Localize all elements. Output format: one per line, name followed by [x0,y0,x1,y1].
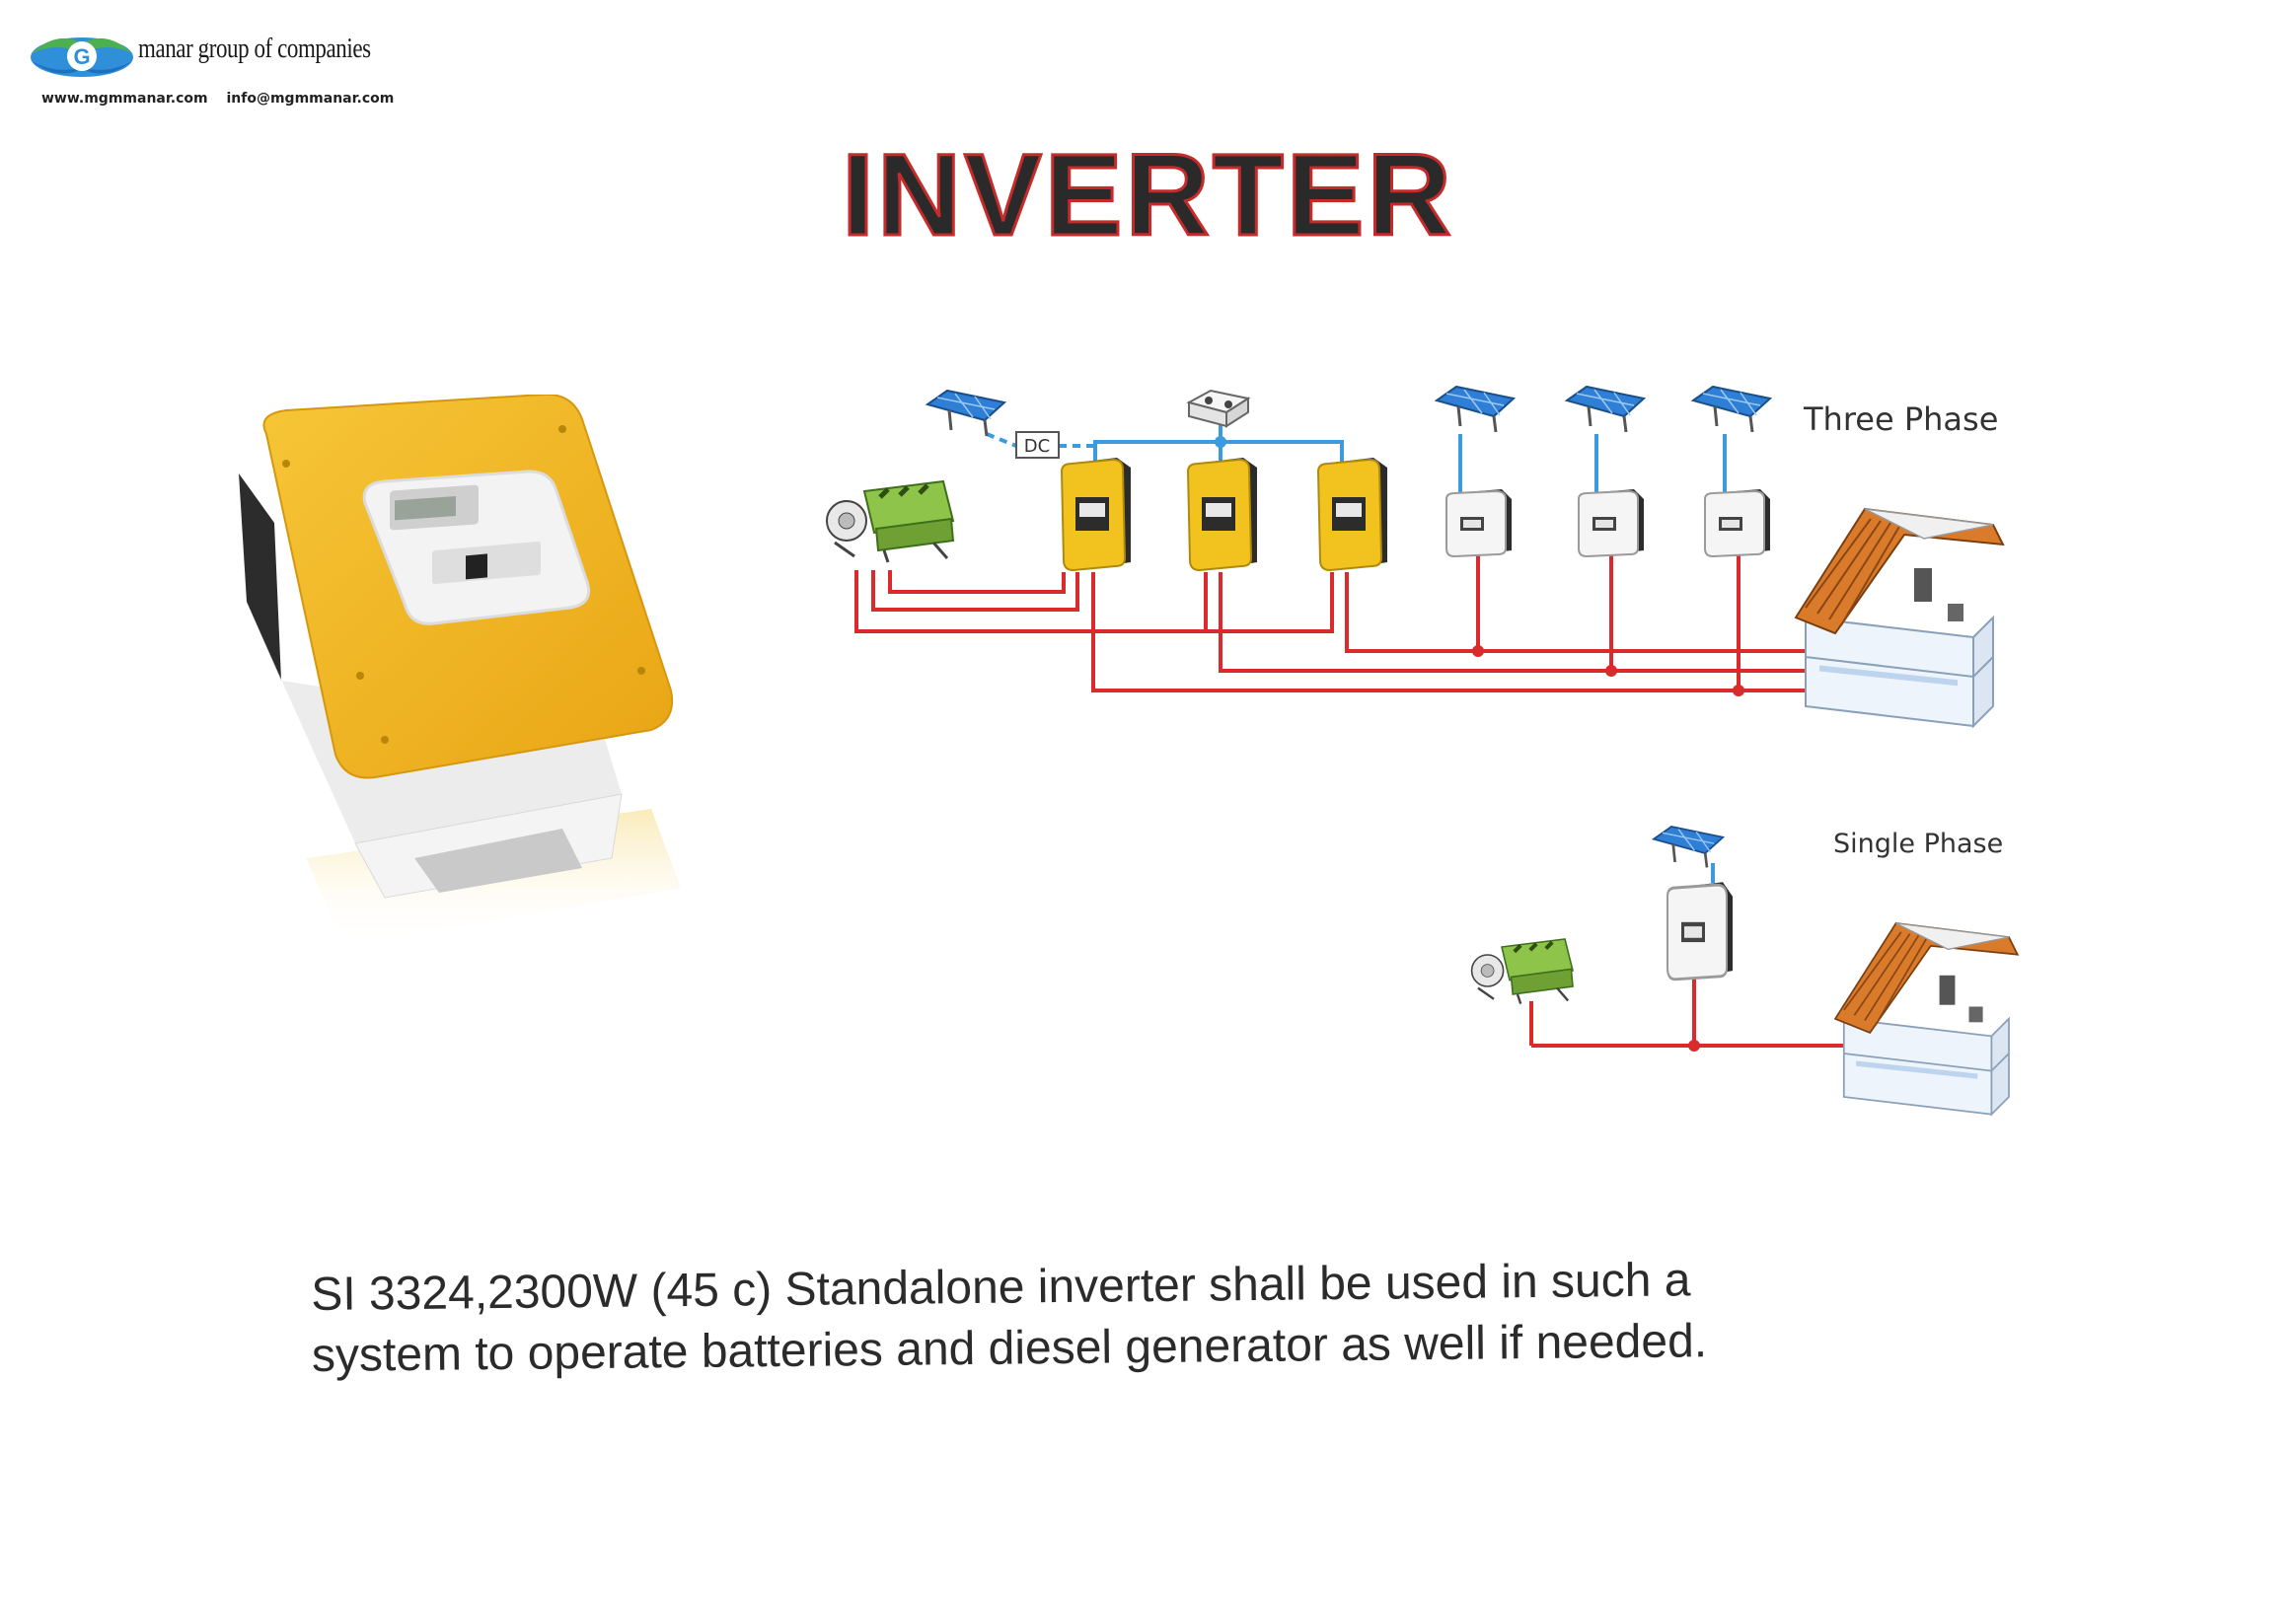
battery-inverter-icon [1061,457,1132,571]
dc-label: DC [1024,436,1050,457]
single-phase-label: Single Phase [1833,829,2004,859]
solar-panel-icon [1652,825,1725,869]
house-icon [1834,922,2019,1116]
email-link[interactable]: info@mgmmanar.com [226,91,395,107]
inverter-product-image [239,395,681,947]
solar-panel-icon [926,389,1006,438]
pv-inverter-icon [1578,488,1645,557]
dc-wiring [986,419,1727,883]
website-link[interactable]: www.mgmmanar.com [41,91,208,107]
page-title: INVERTER [841,129,1454,262]
solar-panel-icon [1691,385,1772,434]
logo-letter: G [73,44,90,69]
pv-inverter-icon [1445,488,1513,557]
pv-inverter-icon [1666,880,1735,981]
battery-inverter-icon [1317,457,1388,571]
three-phase-label: Three Phase [1804,400,1999,438]
diesel-generator-icon [827,481,953,562]
house-icon [1795,508,2004,727]
pv-inverter-icon [1704,488,1771,557]
product-description: SI 3324,2300W (45 c) Standalone inverter… [311,1247,1989,1387]
dc-junctions [1215,436,1226,448]
ac-wiring [854,552,1845,1048]
company-logo-icon: G [31,37,133,77]
dc-label-box [1015,431,1060,459]
company-contact: www.mgmmanar.com info@mgmmanar.com [41,91,394,107]
battery-inverter-icon [1187,457,1258,571]
wire-junctions [1472,645,1744,1052]
battery-icon [1188,390,1249,427]
solar-panel-icon [1435,385,1516,434]
company-name: manar group of companies [138,34,371,64]
diesel-generator-icon [1472,939,1573,1004]
solar-panel-icon [1565,385,1646,434]
